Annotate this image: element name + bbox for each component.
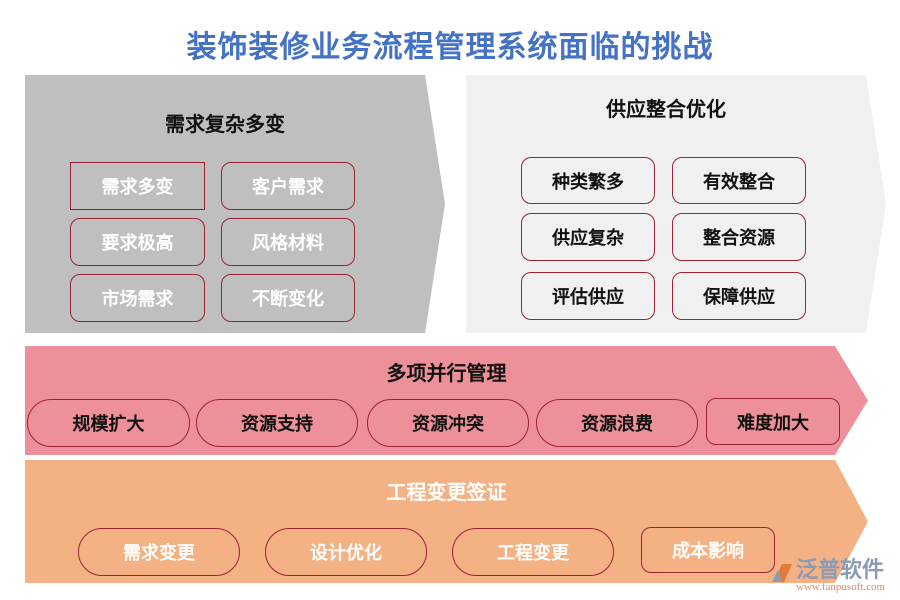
demand-item: 需求多变 bbox=[70, 162, 205, 210]
parallel-item: 资源冲突 bbox=[367, 399, 529, 447]
supply-item: 保障供应 bbox=[672, 272, 806, 320]
demand-item: 客户需求 bbox=[221, 162, 355, 210]
demand-item: 风格材料 bbox=[221, 218, 355, 266]
change-item: 工程变更 bbox=[452, 528, 614, 576]
change-item: 设计优化 bbox=[265, 528, 427, 576]
demand-item: 不断变化 bbox=[221, 274, 355, 322]
supply-item: 整合资源 bbox=[672, 213, 806, 261]
parallel-item: 难度加大 bbox=[706, 398, 840, 445]
supply-item: 供应复杂 bbox=[521, 213, 655, 261]
supply-panel bbox=[466, 75, 886, 333]
parallel-item: 规模扩大 bbox=[27, 399, 190, 447]
parallel-item: 资源支持 bbox=[196, 399, 358, 447]
supply-item: 有效整合 bbox=[672, 157, 806, 204]
demand-item: 要求极高 bbox=[70, 218, 205, 266]
demand-item: 市场需求 bbox=[70, 274, 205, 322]
change-title: 工程变更签证 bbox=[386, 480, 507, 504]
parallel-title: 多项并行管理 bbox=[386, 361, 507, 385]
demand-panel bbox=[25, 75, 445, 333]
change-item: 成本影响 bbox=[641, 527, 775, 573]
watermark-url: www.fanpusoft.com bbox=[796, 581, 886, 593]
change-band bbox=[25, 460, 868, 583]
parallel-item: 资源浪费 bbox=[536, 399, 698, 447]
watermark-logo: 泛普软件 www.fanpusoft.com bbox=[770, 552, 885, 593]
change-item: 需求变更 bbox=[78, 528, 240, 576]
supply-title: 供应整合优化 bbox=[606, 97, 726, 121]
watermark-name: 泛普软件 bbox=[796, 558, 885, 583]
supply-item: 种类繁多 bbox=[521, 157, 655, 204]
demand-title: 需求复杂多变 bbox=[165, 112, 285, 136]
page-title: 装饰装修业务流程管理系统面临的挑战 bbox=[186, 30, 714, 65]
supply-item: 评估供应 bbox=[521, 272, 655, 320]
fanpu-logo-icon bbox=[772, 563, 792, 582]
